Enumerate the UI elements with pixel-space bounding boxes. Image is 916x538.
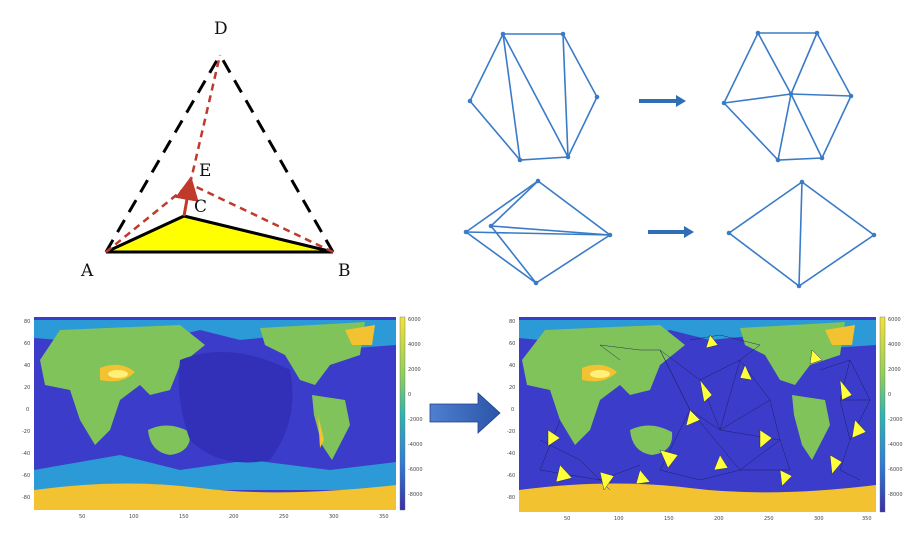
svg-text:-4000: -4000: [408, 442, 423, 448]
hexagon-after: [721, 30, 854, 163]
quad-before: [463, 178, 613, 286]
colorbar-right-ticks: 6000 4000 2000 0 -2000 -4000 -6000 -8000: [888, 317, 903, 498]
tetrahedron-diagram: D E C A B: [80, 19, 351, 281]
map-left-y-ticks: 80 60 40 20 0 -20 -40 -60 -80: [22, 319, 30, 501]
svg-text:-80: -80: [507, 495, 515, 501]
svg-text:4000: 4000: [408, 342, 421, 348]
edge-ed: [188, 54, 222, 185]
map-right-y-ticks: 80 60 40 20 0 -20 -40 -60 -80: [507, 319, 515, 501]
svg-text:20: 20: [24, 385, 30, 391]
svg-text:6000: 6000: [408, 317, 421, 323]
map-right-x-ticks: 50 100 150 200 250 300 350: [564, 516, 872, 522]
flip-arrow-top: [639, 95, 686, 107]
svg-text:350: 350: [862, 516, 872, 522]
svg-text:150: 150: [179, 514, 189, 520]
vector-ce: [175, 176, 199, 217]
svg-text:20: 20: [509, 385, 515, 391]
label-e: E: [199, 161, 211, 181]
svg-text:-20: -20: [507, 429, 515, 435]
svg-text:2000: 2000: [408, 367, 421, 373]
svg-text:0: 0: [26, 407, 29, 413]
label-c: C: [194, 197, 207, 217]
svg-text:300: 300: [329, 514, 339, 520]
svg-text:100: 100: [129, 514, 139, 520]
hexagon-before: [467, 31, 600, 163]
label-b: B: [338, 261, 351, 281]
svg-text:-2000: -2000: [408, 417, 423, 423]
svg-text:4000: 4000: [888, 342, 901, 348]
label-a: A: [80, 261, 94, 281]
svg-text:300: 300: [814, 516, 824, 522]
svg-text:80: 80: [24, 319, 30, 325]
svg-text:-6000: -6000: [408, 467, 423, 473]
svg-text:80: 80: [509, 319, 515, 325]
svg-text:0: 0: [511, 407, 514, 413]
svg-text:-80: -80: [22, 495, 30, 501]
svg-text:-40: -40: [22, 451, 30, 457]
label-d: D: [214, 19, 228, 39]
svg-text:-4000: -4000: [888, 442, 903, 448]
svg-text:250: 250: [764, 516, 774, 522]
colorbar-left-ticks: 6000 4000 2000 0 -2000 -4000 -6000 -8000: [408, 317, 423, 498]
svg-text:40: 40: [24, 363, 30, 369]
edge-bd: [218, 54, 335, 253]
svg-text:-60: -60: [22, 473, 30, 479]
svg-text:250: 250: [279, 514, 289, 520]
svg-text:-8000: -8000: [408, 492, 423, 498]
svg-text:150: 150: [664, 516, 674, 522]
quad-after: [726, 179, 877, 289]
colorbar-left: [399, 316, 406, 511]
svg-text:40: 40: [509, 363, 515, 369]
topography-map-right: [519, 317, 876, 512]
svg-text:-8000: -8000: [888, 492, 903, 498]
svg-text:60: 60: [24, 341, 30, 347]
svg-text:-40: -40: [507, 451, 515, 457]
topography-map-left: [34, 317, 396, 510]
svg-text:-2000: -2000: [888, 417, 903, 423]
svg-text:0: 0: [888, 392, 891, 398]
map-transform-arrow: [429, 392, 501, 434]
base-triangle-abc: [105, 214, 334, 254]
svg-text:100: 100: [614, 516, 624, 522]
svg-text:0: 0: [408, 392, 411, 398]
svg-text:-20: -20: [22, 429, 30, 435]
edge-be: [189, 182, 334, 254]
colorbar-right: [879, 316, 886, 513]
svg-text:-6000: -6000: [888, 467, 903, 473]
svg-text:350: 350: [379, 514, 389, 520]
svg-text:-60: -60: [507, 473, 515, 479]
svg-text:60: 60: [509, 341, 515, 347]
svg-text:200: 200: [229, 514, 239, 520]
edge-ad: [104, 54, 222, 253]
map-left-x-ticks: 50 100 150 200 250 300 350: [79, 514, 389, 520]
svg-text:50: 50: [564, 516, 570, 522]
svg-text:200: 200: [714, 516, 724, 522]
svg-text:2000: 2000: [888, 367, 901, 373]
flip-arrow-bottom: [648, 226, 694, 238]
svg-text:50: 50: [79, 514, 85, 520]
svg-text:6000: 6000: [888, 317, 901, 323]
